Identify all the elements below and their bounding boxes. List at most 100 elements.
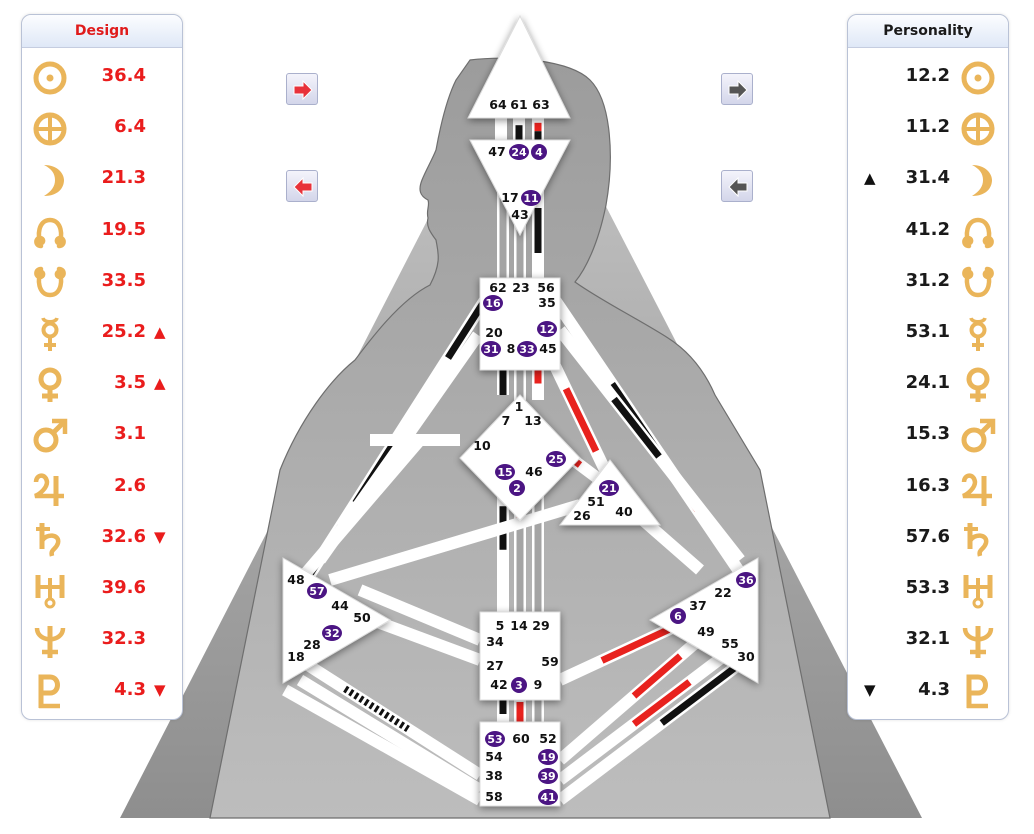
planet-row: 3.1 — [22, 412, 182, 463]
channel — [357, 584, 483, 646]
gate-number: 19 — [540, 751, 555, 764]
gate-number: 48 — [287, 572, 304, 587]
channel — [296, 674, 484, 796]
gate-number: 3 — [515, 679, 523, 692]
activation-value: 15.3 — [905, 423, 950, 445]
gate-number: 33 — [519, 343, 534, 356]
activation-value: 53.3 — [905, 576, 950, 598]
gate-number: 34 — [486, 634, 504, 649]
active-gate-marker — [736, 572, 756, 588]
channel-activation — [631, 653, 683, 699]
design-header: Design — [22, 15, 182, 48]
uranus-icon — [958, 570, 998, 610]
gate-number: 4 — [535, 146, 543, 159]
north-node-icon — [958, 212, 998, 252]
gate-number: 61 — [510, 97, 527, 112]
active-gate-marker — [509, 144, 529, 160]
gate-number: 14 — [510, 618, 528, 633]
planet-row: 6.4 — [22, 105, 182, 156]
activation-value: 16.3 — [905, 474, 950, 496]
activation-value: 12.2 — [905, 65, 950, 86]
gate-number: 64 — [489, 97, 507, 112]
personality-forward-button[interactable] — [721, 73, 753, 105]
saturn-icon — [30, 519, 70, 559]
earth-icon — [958, 109, 998, 149]
uranus-icon — [30, 570, 70, 610]
planet-row: 31.4▲ — [848, 156, 1008, 207]
design-forward-button[interactable] — [286, 73, 318, 105]
planet-row: 32.3 — [22, 617, 182, 668]
activation-value: 21.3 — [101, 167, 146, 189]
gate-number: 47 — [488, 144, 505, 159]
planet-row: 53.3 — [848, 566, 1008, 617]
arrow-right-icon — [728, 80, 748, 100]
activation-value: 3.1 — [114, 423, 146, 445]
neptune-icon — [30, 621, 70, 661]
gate-number: 41 — [540, 791, 555, 804]
mercury-icon — [958, 314, 998, 354]
gate-number: 53 — [487, 733, 502, 746]
personality-back-button[interactable] — [721, 170, 753, 202]
gate-number: 7 — [502, 413, 511, 428]
sun-icon — [30, 58, 70, 98]
gate-number: 54 — [485, 749, 503, 764]
gate-number: 9 — [534, 677, 543, 692]
active-gate-marker — [511, 677, 527, 693]
planet-row: 2.6 — [22, 464, 182, 515]
gate-number: 2 — [513, 482, 521, 495]
activation-value: 3.5 — [114, 372, 146, 394]
saturn-icon — [958, 519, 998, 559]
gate-number: 59 — [541, 654, 558, 669]
gate-number: 42 — [490, 677, 507, 692]
planet-row: 39.6 — [22, 566, 182, 617]
channel-activation — [600, 621, 681, 664]
activation-value: 6.4 — [114, 116, 146, 138]
activation-value: 53.1 — [905, 320, 950, 342]
north-node-icon — [30, 212, 70, 252]
gate-number: 62 — [489, 280, 506, 295]
detriment-icon: ▼ — [864, 681, 876, 700]
planet-row: 24.1 — [848, 361, 1008, 412]
gate-number: 31 — [483, 343, 498, 356]
gate-number: 57 — [309, 585, 324, 598]
sacral-center — [479, 611, 561, 701]
activation-value: 32.1 — [905, 628, 950, 650]
gate-number: 49 — [697, 624, 714, 639]
planet-row: 53.1 — [848, 310, 1008, 361]
gate-number: 28 — [303, 637, 320, 652]
activation-value: 4.3 — [918, 679, 950, 701]
planet-row: 33.5 — [22, 259, 182, 310]
channel-activation — [611, 396, 662, 459]
gate-number: 44 — [331, 598, 349, 613]
detriment-icon: ▼ — [154, 527, 166, 546]
planet-row: 32.1 — [848, 617, 1008, 668]
design-back-button[interactable] — [286, 170, 318, 202]
planet-row: 16.3 — [848, 464, 1008, 515]
gate-number: 11 — [523, 192, 538, 205]
active-gate-marker — [483, 295, 503, 311]
gate-number: 23 — [512, 280, 529, 295]
gate-number: 45 — [539, 341, 556, 356]
arrow-left-icon — [293, 177, 313, 197]
gate-number: 35 — [538, 295, 555, 310]
activation-value: 32.3 — [101, 628, 146, 650]
activation-value: 39.6 — [101, 576, 146, 598]
gate-number: 40 — [615, 504, 633, 519]
gate-number: 29 — [532, 618, 549, 633]
activation-value: 32.6 — [101, 525, 146, 547]
active-gate-marker — [322, 625, 342, 641]
venus-icon — [958, 365, 998, 405]
gate-number: 22 — [714, 585, 731, 600]
gate-number: 12 — [539, 323, 554, 336]
mars-icon — [30, 416, 70, 456]
gate-number: 51 — [587, 494, 604, 509]
gate-number: 46 — [525, 464, 543, 479]
pluto-icon — [958, 672, 998, 712]
solar-plexus-center — [649, 557, 759, 684]
activation-value: 41.2 — [905, 218, 950, 240]
active-gate-marker — [537, 321, 557, 337]
channel-activation — [343, 685, 410, 732]
